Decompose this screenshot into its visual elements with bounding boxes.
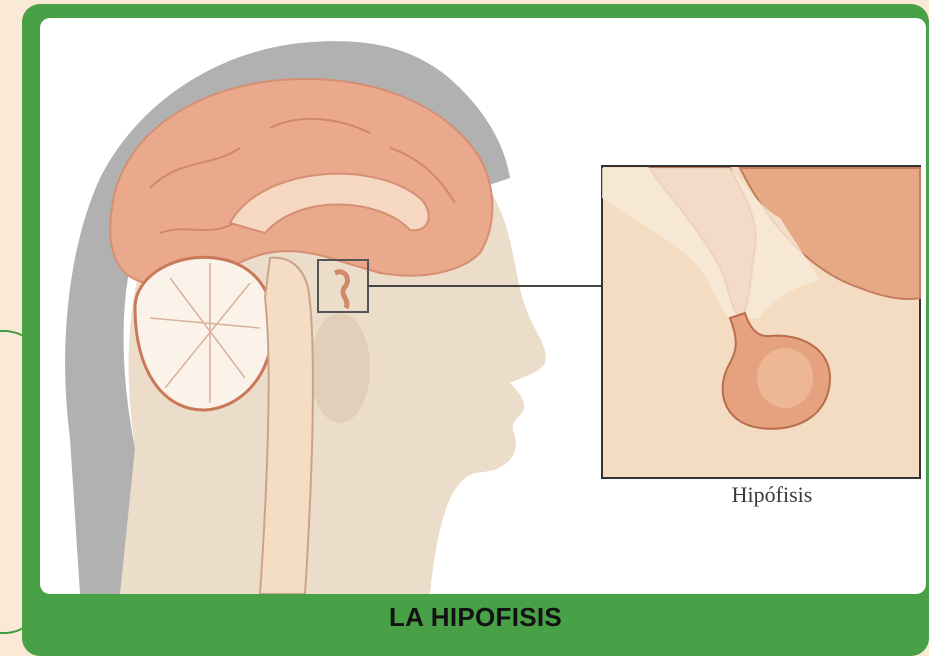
caption-title: LA HIPOFISIS [22, 602, 929, 633]
brainstem [260, 258, 313, 594]
cerebellum [135, 257, 273, 410]
ear-shadow [310, 313, 370, 423]
illustration-card: Hipófisis LA HIPOFISIS [22, 4, 929, 656]
inset-label: Hipófisis [662, 482, 882, 508]
